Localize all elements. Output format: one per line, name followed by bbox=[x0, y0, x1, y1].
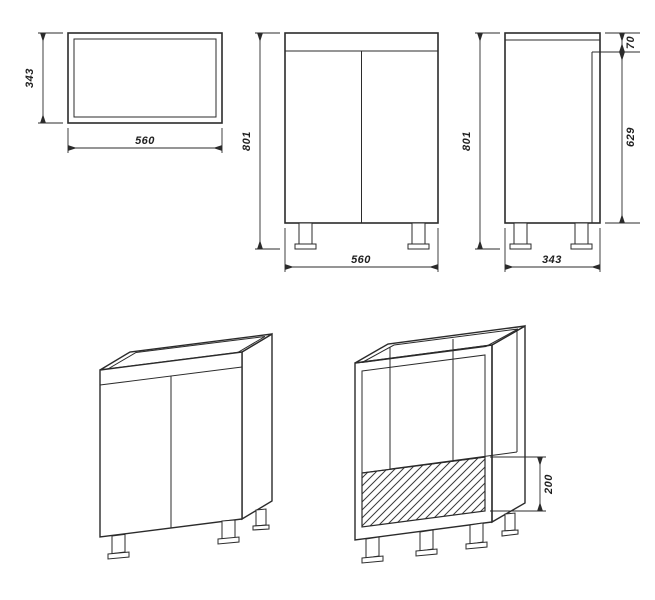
iso-open-front-opening bbox=[361, 354, 486, 474]
dim-side-depth: 343 bbox=[504, 228, 601, 272]
front-legs bbox=[294, 222, 430, 250]
dim-label-side-depth: 343 bbox=[542, 254, 562, 266]
dim-front-height: 801 bbox=[241, 32, 280, 250]
dim-label-top-width: 560 bbox=[135, 135, 155, 147]
top-view: 343 560 bbox=[24, 32, 223, 153]
dim-label-top-depth: 343 bbox=[24, 68, 36, 88]
iso-closed-right-side bbox=[241, 332, 273, 521]
dim-label-front-width: 560 bbox=[351, 254, 371, 266]
dim-top-width: 560 bbox=[67, 128, 223, 153]
dim-label-side-height: 801 bbox=[461, 131, 473, 151]
dim-label-front-height: 801 bbox=[241, 131, 253, 151]
dim-front-width: 560 bbox=[284, 228, 439, 272]
dim-label-door-height: 629 bbox=[625, 127, 637, 147]
iso-view-open: 200 bbox=[354, 324, 555, 564]
dim-side-door-height: 629 bbox=[605, 52, 640, 224]
side-view: 801 343 70 629 bbox=[461, 32, 640, 272]
dim-side-height: 801 bbox=[461, 32, 500, 250]
iso-open-right-side bbox=[491, 324, 526, 524]
iso-closed-legs bbox=[107, 508, 270, 560]
dim-top-depth: 343 bbox=[24, 32, 63, 124]
dim-plinth-height: 200 bbox=[490, 456, 555, 512]
iso-open-legs bbox=[361, 512, 519, 564]
iso-view-closed bbox=[99, 332, 273, 560]
side-view-outline bbox=[504, 32, 601, 224]
dim-side-top-section: 70 bbox=[597, 32, 640, 53]
front-view: 801 560 bbox=[241, 32, 439, 272]
dim-label-plinth-height: 200 bbox=[543, 474, 555, 495]
top-view-inner-wall bbox=[73, 38, 217, 118]
iso-open-plinth-panel bbox=[361, 456, 486, 528]
top-view-outline bbox=[67, 32, 223, 124]
dim-label-top-section: 70 bbox=[625, 36, 637, 50]
side-legs bbox=[509, 222, 593, 250]
iso-open-front-frame bbox=[354, 344, 493, 541]
